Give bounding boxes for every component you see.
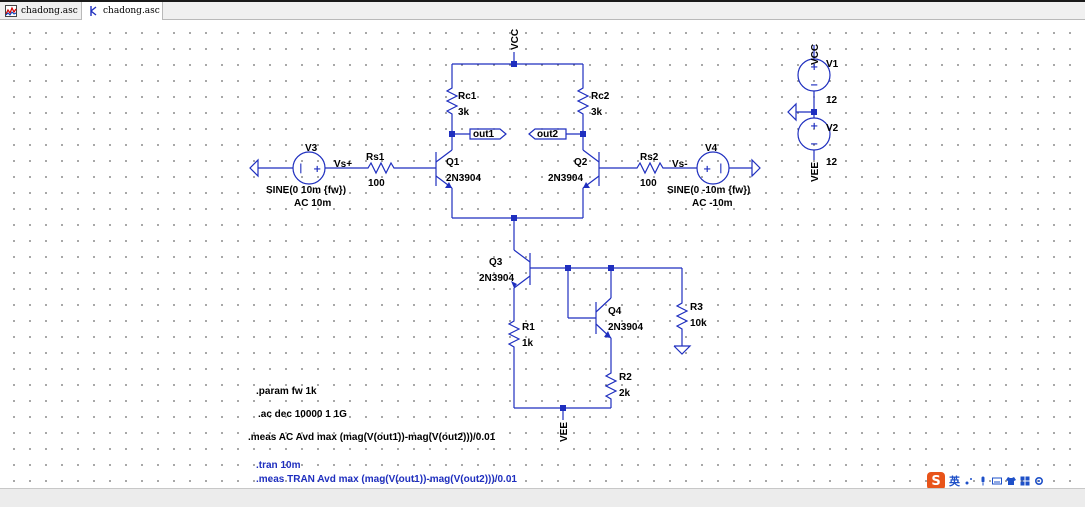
- q4-model: 2N3904: [608, 322, 643, 333]
- v2-vee-net-label: VEE: [810, 162, 821, 182]
- v2-name: V2: [826, 123, 839, 134]
- directive-tran[interactable]: .tran 10m: [256, 460, 301, 471]
- sogou-logo-icon[interactable]: S: [927, 472, 945, 490]
- rc2-value: 3k: [591, 107, 603, 118]
- rc1-value: 3k: [458, 107, 470, 118]
- rs1-name: Rs1: [366, 152, 385, 163]
- svg-text:+: +: [703, 164, 711, 175]
- r3-value: 10k: [690, 318, 707, 329]
- svg-text:+: +: [313, 164, 321, 175]
- schematic-canvas[interactable]: | + + | + − + − VCC VEE VCC VEE out1 out2 Vs…: [0, 20, 1085, 488]
- r2-name: R2: [619, 372, 632, 383]
- tab-label: chadong.asc: [103, 6, 160, 16]
- v3-ac: AC 10m: [294, 198, 331, 209]
- q3-name: Q3: [489, 257, 503, 268]
- r2-value: 2k: [619, 388, 631, 399]
- svg-text:+: +: [810, 121, 818, 132]
- v1-value: 12: [826, 95, 838, 106]
- directive-meas-tran[interactable]: .meas TRAN Avd max (mag(V(out1))-mag(V(o…: [256, 474, 517, 485]
- q3-model: 2N3904: [479, 273, 514, 284]
- vee-net-label: VEE: [559, 422, 570, 442]
- r1-name: R1: [522, 322, 535, 333]
- tab-waveform[interactable]: chadong.asc: [0, 2, 80, 19]
- out2-label: out2: [537, 129, 559, 140]
- window-top-border: [0, 0, 1085, 2]
- svg-text:|: |: [299, 163, 303, 174]
- v4-ac: AC -10m: [692, 198, 733, 209]
- v4-name: V4: [705, 143, 718, 154]
- schematic-drawing[interactable]: | + + | + − + − VCC VEE VCC VEE out1 out2 Vs…: [0, 20, 1085, 488]
- v3-name: V3: [305, 143, 318, 154]
- q4-name: Q4: [608, 306, 622, 317]
- directive-ac[interactable]: .ac dec 10000 1 1G: [258, 409, 347, 420]
- v1-name: V1: [826, 59, 839, 70]
- punctuation-icon[interactable]: [964, 476, 974, 486]
- directive-param[interactable]: .param fw 1k: [256, 386, 317, 397]
- waveform-icon: [5, 4, 17, 17]
- q2-model: 2N3904: [548, 173, 583, 184]
- v2-value: 12: [826, 157, 838, 168]
- vcc-net-label: VCC: [510, 29, 521, 50]
- rs2-value: 100: [640, 178, 657, 189]
- toolbox-grid-icon[interactable]: [1020, 476, 1030, 486]
- v3-value: SINE(0 10m {fw}): [266, 185, 346, 196]
- rs2-name: Rs2: [640, 152, 659, 163]
- out1-label: out1: [473, 129, 495, 140]
- rc2-name: Rc2: [591, 91, 610, 102]
- ime-language[interactable]: 英: [949, 475, 960, 488]
- r1-value: 1k: [522, 338, 534, 349]
- settings-gear-icon[interactable]: [1034, 476, 1044, 486]
- r3-name: R3: [690, 302, 703, 313]
- tab-schematic[interactable]: chadong.asc: [81, 2, 163, 20]
- ime-toolbar[interactable]: S 英: [927, 471, 1044, 491]
- rs1-value: 100: [368, 178, 385, 189]
- vs-plus-label: Vs+: [334, 159, 352, 170]
- q1-name: Q1: [446, 157, 460, 168]
- vs-minus-label: Vs-: [672, 159, 688, 170]
- skin-shirt-icon[interactable]: [1006, 476, 1016, 486]
- svg-text:−: −: [810, 80, 818, 91]
- schematic-icon: [90, 6, 97, 16]
- svg-text:|: |: [719, 163, 723, 174]
- svg-text:+: +: [810, 62, 818, 73]
- v4-value: SINE(0 -10m {fw}): [667, 185, 750, 196]
- v1-vcc-net-label: VCC: [810, 44, 821, 65]
- tab-bar: chadong.asc chadong.asc: [0, 2, 1085, 20]
- keyboard-icon[interactable]: [992, 476, 1002, 486]
- status-bar: [0, 488, 1085, 507]
- rc1-name: Rc1: [458, 91, 477, 102]
- q2-name: Q2: [574, 157, 588, 168]
- svg-text:−: −: [810, 139, 818, 150]
- q1-model: 2N3904: [446, 173, 481, 184]
- tab-label: chadong.asc: [21, 5, 78, 16]
- microphone-icon[interactable]: [978, 476, 988, 486]
- directive-meas-ac[interactable]: .meas AC Avd max (mag(V(out1))-mag(V(out…: [248, 432, 496, 443]
